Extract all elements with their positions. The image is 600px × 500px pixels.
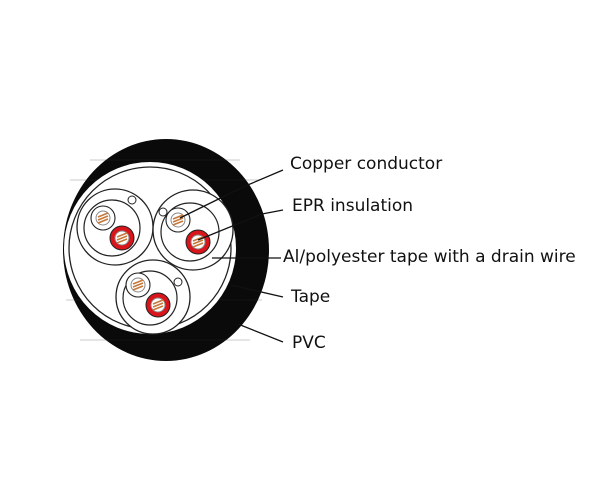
copper-strand (172, 220, 184, 226)
copper-strand (97, 215, 109, 221)
copper-strand (192, 242, 204, 248)
copper-strand (116, 238, 128, 244)
copper-strand (116, 235, 128, 241)
copper-strand (132, 282, 144, 288)
copper-strand (152, 302, 164, 308)
copper-strand (132, 285, 144, 291)
copper-strand (192, 239, 204, 245)
pair-top-left (76, 188, 154, 266)
copper-strand (97, 218, 109, 224)
label-al-polyester-tape: Al/polyester tape with a drain wire (283, 247, 576, 267)
copper-strand (192, 236, 204, 242)
copper-strand (152, 299, 164, 305)
drain-wire (127, 195, 137, 205)
label-copper-conductor: Copper conductor (290, 154, 443, 174)
copper-strand (172, 214, 184, 220)
copper-strand (116, 232, 128, 238)
leader-lines (179, 169, 284, 343)
label-epr-insulation: EPR insulation (292, 196, 414, 216)
drain-wire (173, 277, 183, 287)
copper-strand (172, 217, 184, 223)
copper-strand (152, 305, 164, 311)
copper-strand (97, 212, 109, 218)
drain-wire (158, 207, 168, 217)
label-pvc: PVC (292, 333, 326, 353)
label-tape: Tape (291, 287, 331, 307)
copper-strand (132, 279, 144, 285)
